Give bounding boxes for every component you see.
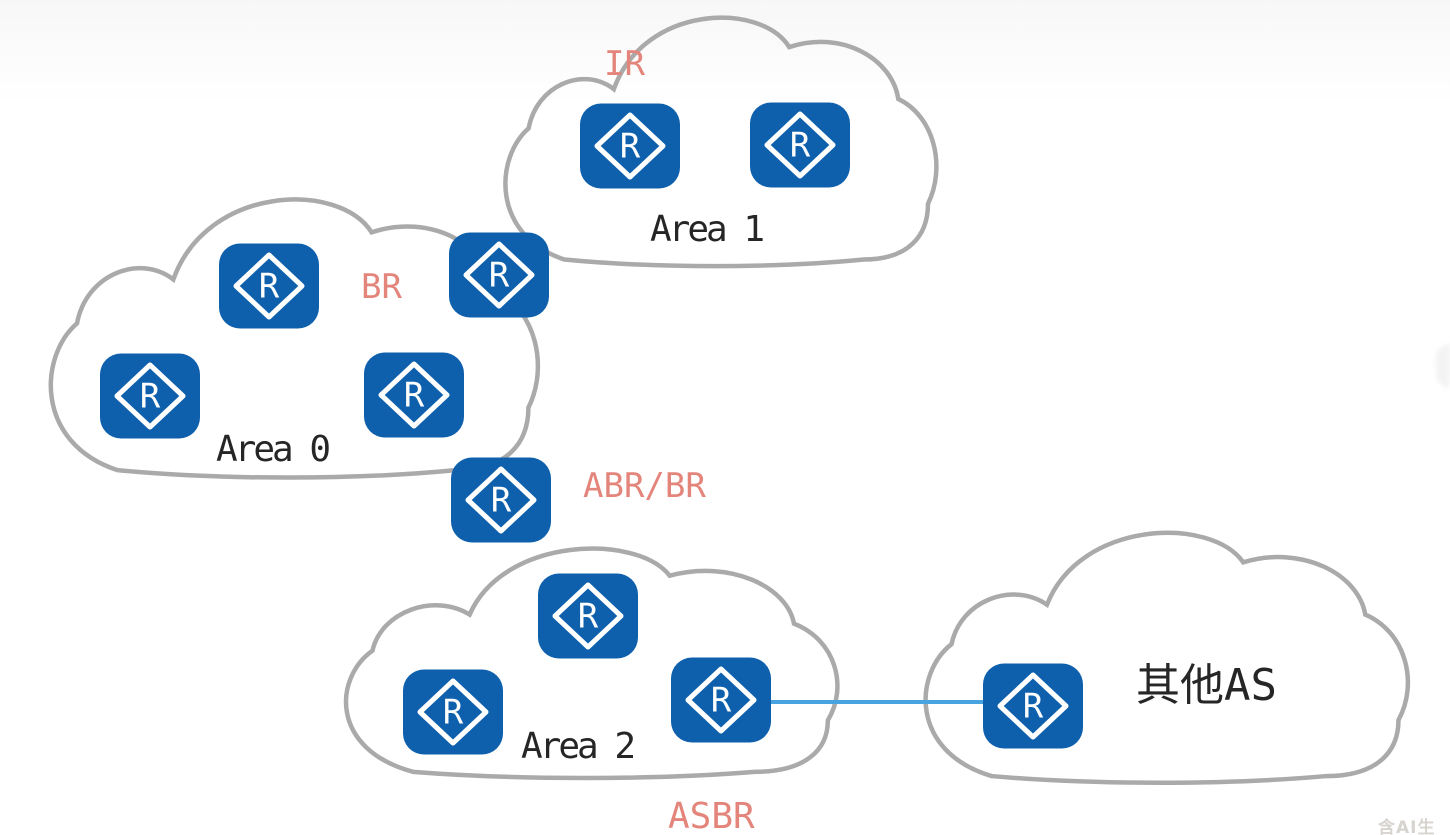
- area-1-cloud: [505, 18, 936, 266]
- router-diamond-icon: [465, 466, 537, 534]
- area-2-cloud: [346, 549, 837, 778]
- other-as-label: 其他AS: [1136, 660, 1277, 711]
- router-diamond-icon: [685, 666, 757, 734]
- ir-label: IR: [604, 44, 645, 84]
- router-body: [671, 657, 771, 743]
- area-2-label: Area 2: [521, 726, 636, 767]
- router-body: [100, 353, 200, 439]
- other-as-cloud: [926, 533, 1408, 783]
- asbr-router: R: [671, 657, 771, 743]
- router-body: [750, 102, 850, 188]
- router-diamond-icon: [417, 678, 489, 746]
- router-diamond-icon: [997, 672, 1069, 740]
- area-0-cloud: [51, 199, 538, 477]
- router-body: [219, 243, 319, 329]
- area-1-label: Area 1: [650, 209, 765, 250]
- abr-br-label: ABR/BR: [583, 466, 706, 506]
- router-diamond-icon: [114, 362, 186, 430]
- router-body: [449, 232, 549, 318]
- area0-router-top: R: [219, 243, 319, 329]
- router-diamond-icon: [233, 252, 305, 320]
- router-glyph: R: [620, 127, 641, 167]
- router-glyph: R: [443, 693, 464, 733]
- br-label: BR: [361, 267, 402, 307]
- edge-artifact: [1436, 344, 1450, 388]
- area1-router-1: R: [580, 103, 680, 189]
- router-body: [580, 103, 680, 189]
- router-body: [403, 669, 503, 755]
- router-body: [451, 457, 551, 543]
- area2-router-left: R: [403, 669, 503, 755]
- router-diamond-icon: [594, 112, 666, 180]
- abr-br-border-router: R: [451, 457, 551, 543]
- area-0-label: Area 0: [216, 429, 331, 470]
- router-glyph: R: [491, 481, 512, 521]
- router-glyph: R: [578, 597, 599, 637]
- router-glyph: R: [790, 126, 811, 166]
- router-diamond-icon: [463, 241, 535, 309]
- router-body: [538, 573, 638, 659]
- br-border-router: R: [449, 232, 549, 318]
- router-body: [364, 352, 464, 438]
- area0-router-right: R: [364, 352, 464, 438]
- ai-generated-watermark: 含AI生成: [1378, 818, 1436, 835]
- area0-router-left: R: [100, 353, 200, 439]
- router-glyph: R: [711, 681, 732, 721]
- router-glyph: R: [489, 256, 510, 296]
- router-body: [983, 663, 1083, 749]
- area2-router-top: R: [538, 573, 638, 659]
- router-glyph: R: [404, 376, 425, 416]
- area1-router-2: R: [750, 102, 850, 188]
- router-glyph: R: [140, 377, 161, 417]
- other-as-router: R: [983, 663, 1083, 749]
- router-glyph: R: [259, 267, 280, 307]
- router-glyph: R: [1023, 687, 1044, 727]
- asbr-label: ASBR: [668, 796, 755, 835]
- router-diamond-icon: [378, 361, 450, 429]
- router-diamond-icon: [764, 111, 836, 179]
- router-diamond-icon: [552, 582, 624, 650]
